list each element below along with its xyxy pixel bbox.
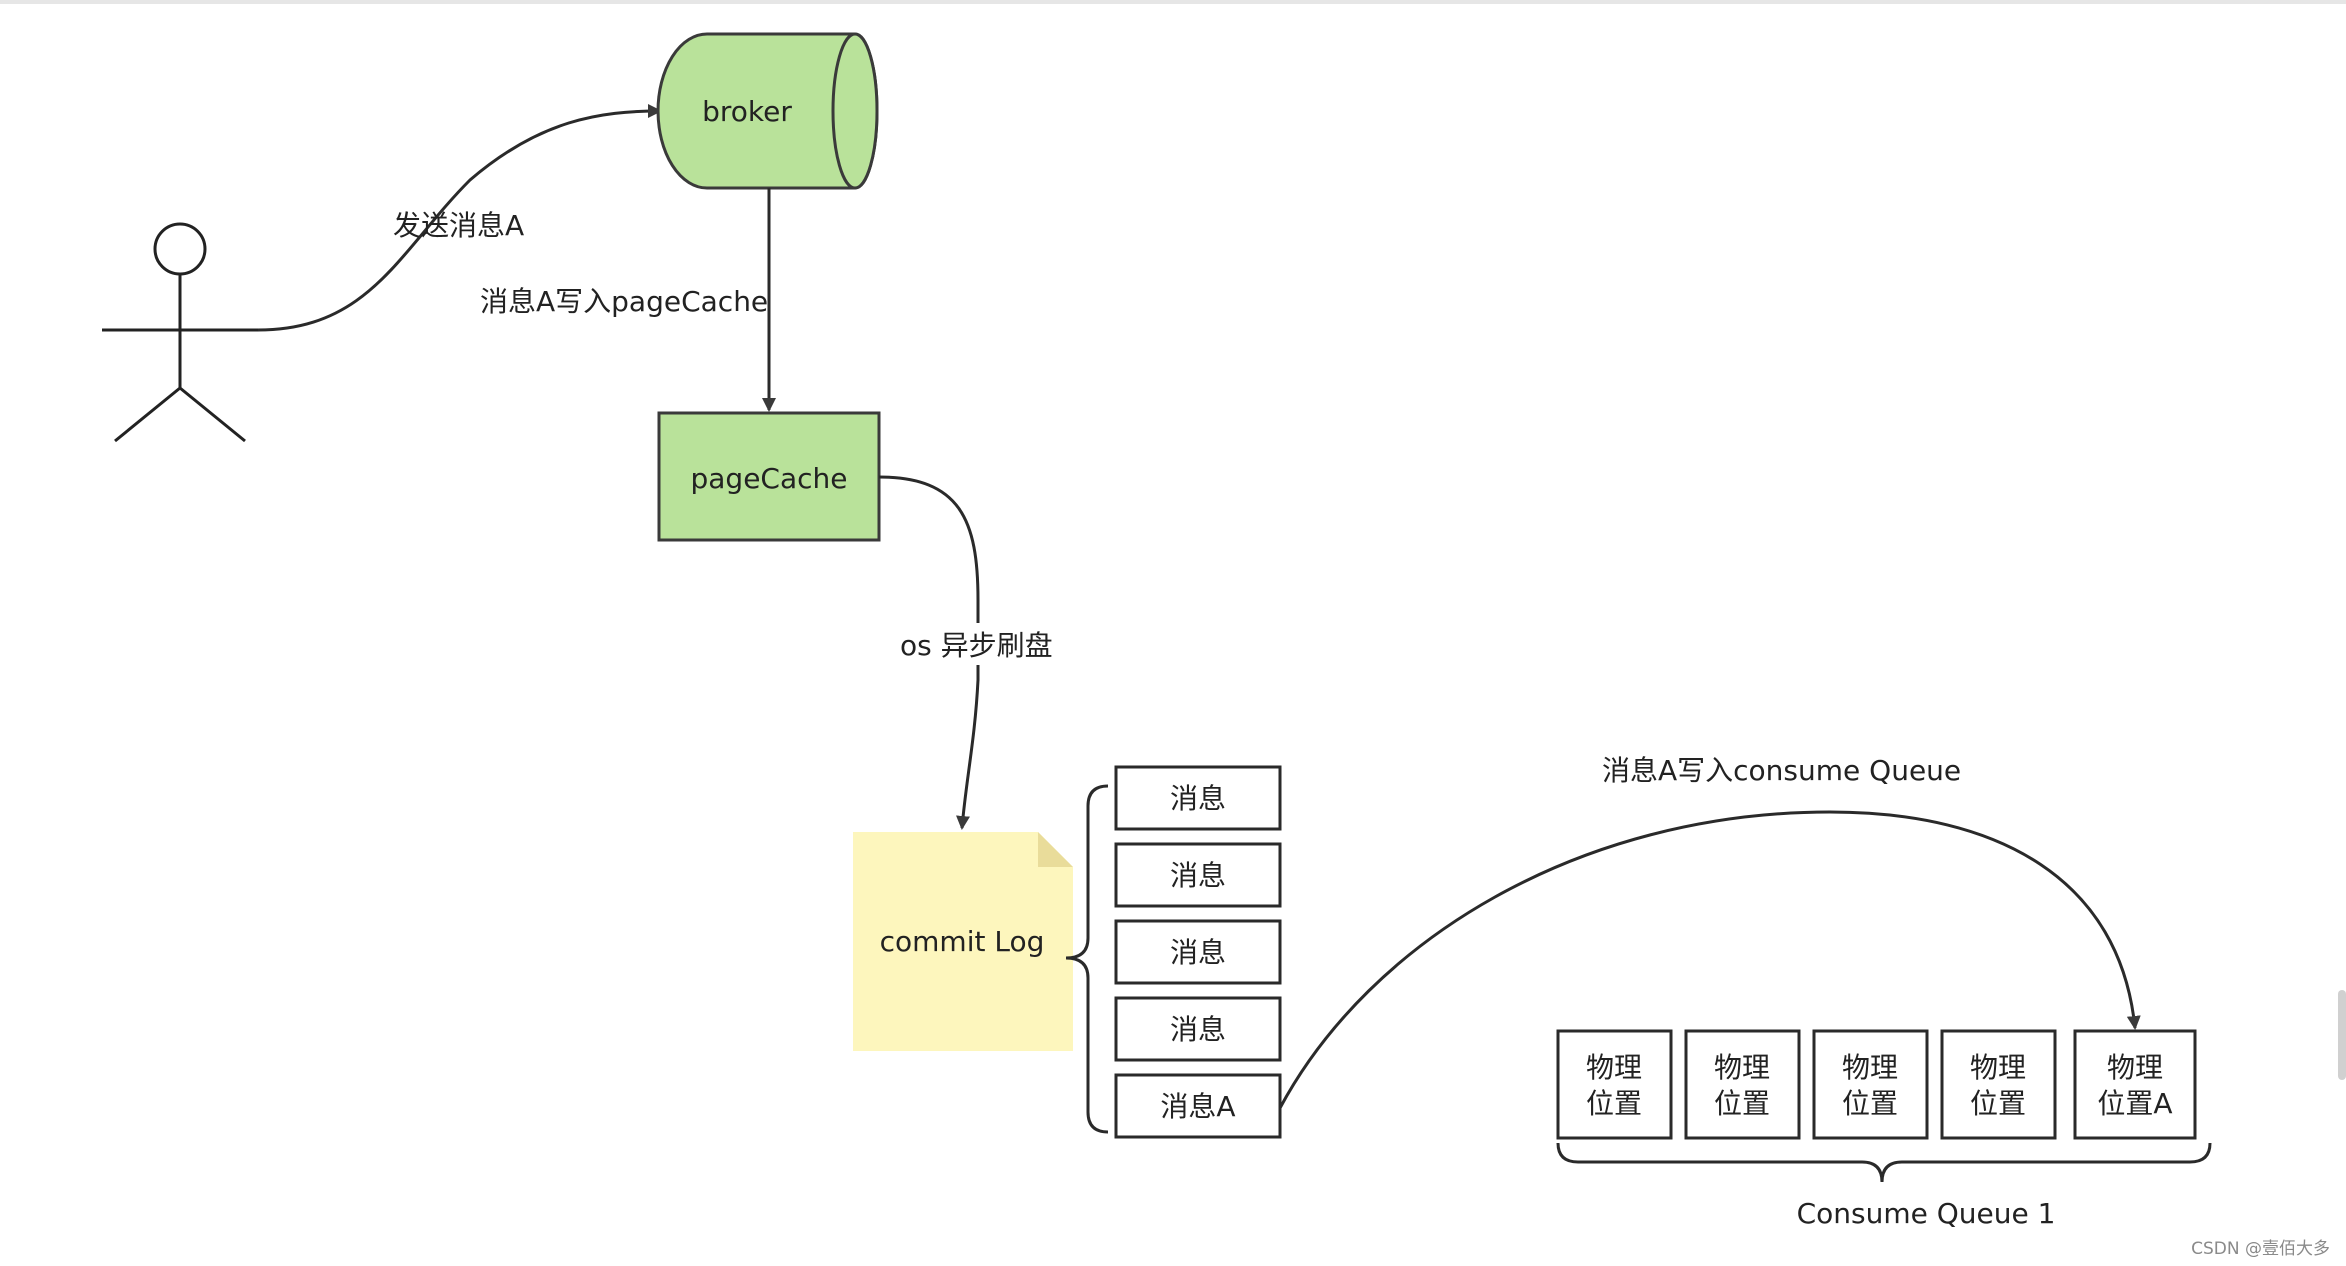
position-line1: 物理: [1970, 1051, 2026, 1084]
watermark: CSDN @壹佰大多: [2191, 1239, 2330, 1259]
position-line2: 位置: [1842, 1087, 1898, 1120]
top-border: [0, 0, 2346, 4]
consume-queue-label: Consume Queue 1: [1797, 1197, 2056, 1230]
message-box: [1114, 765, 1282, 831]
position-box: [1940, 1029, 2057, 1140]
commit-log-label: commit Log: [880, 925, 1045, 958]
message-label: 消息: [1170, 936, 1226, 969]
scrollbar-thumb[interactable]: [2338, 990, 2346, 1080]
actor-icon: [102, 222, 258, 443]
position-box: [1684, 1029, 1801, 1140]
edge-label-flush: os 异步刷盘: [900, 629, 1053, 662]
consume-queue-brace: [1556, 1142, 2212, 1183]
position-box: [1812, 1029, 1929, 1140]
broker-label: broker: [702, 95, 792, 128]
message-label: 消息: [1170, 859, 1226, 892]
position-line2-a: 位置A: [2097, 1087, 2172, 1120]
edge-label-flush-bg: [895, 623, 1063, 665]
position-box: [1556, 1029, 1673, 1140]
pagecache-label: pageCache: [690, 462, 847, 495]
edge-async-flush: [878, 475, 980, 830]
position-box-a: [2073, 1029, 2197, 1140]
message-label-a: 消息A: [1160, 1090, 1235, 1123]
message-box: [1114, 919, 1282, 985]
message-box: [1114, 996, 1282, 1062]
commit-log-node: [853, 832, 1073, 1051]
consume-queue: 物理 位置 物理 位置 物理 位置 物理 位置 物理 位置A: [1556, 1029, 2197, 1140]
edge-write-consume-queue: [1278, 810, 2141, 1109]
position-line1: 物理: [1842, 1051, 1898, 1084]
position-line1-a: 物理: [2107, 1051, 2163, 1084]
edge-send-message: [257, 104, 662, 332]
message-box: [1114, 842, 1282, 908]
position-line2: 位置: [1714, 1087, 1770, 1120]
message-label: 消息: [1170, 1013, 1226, 1046]
position-line2: 位置: [1970, 1087, 2026, 1120]
edge-label-write-consume-queue: 消息A写入consume Queue: [1602, 754, 1961, 787]
position-line1: 物理: [1586, 1051, 1642, 1084]
broker-node: [656, 32, 879, 190]
message-label: 消息: [1170, 782, 1226, 815]
position-line1: 物理: [1714, 1051, 1770, 1084]
commit-log-brace: [1065, 784, 1109, 1134]
edge-label-send: 发送消息A: [393, 209, 524, 242]
commit-log-messages: 消息 消息 消息 消息 消息A: [1114, 765, 1282, 1139]
edge-label-write-pagecache: 消息A写入pageCache: [480, 285, 768, 318]
position-line2: 位置: [1586, 1087, 1642, 1120]
